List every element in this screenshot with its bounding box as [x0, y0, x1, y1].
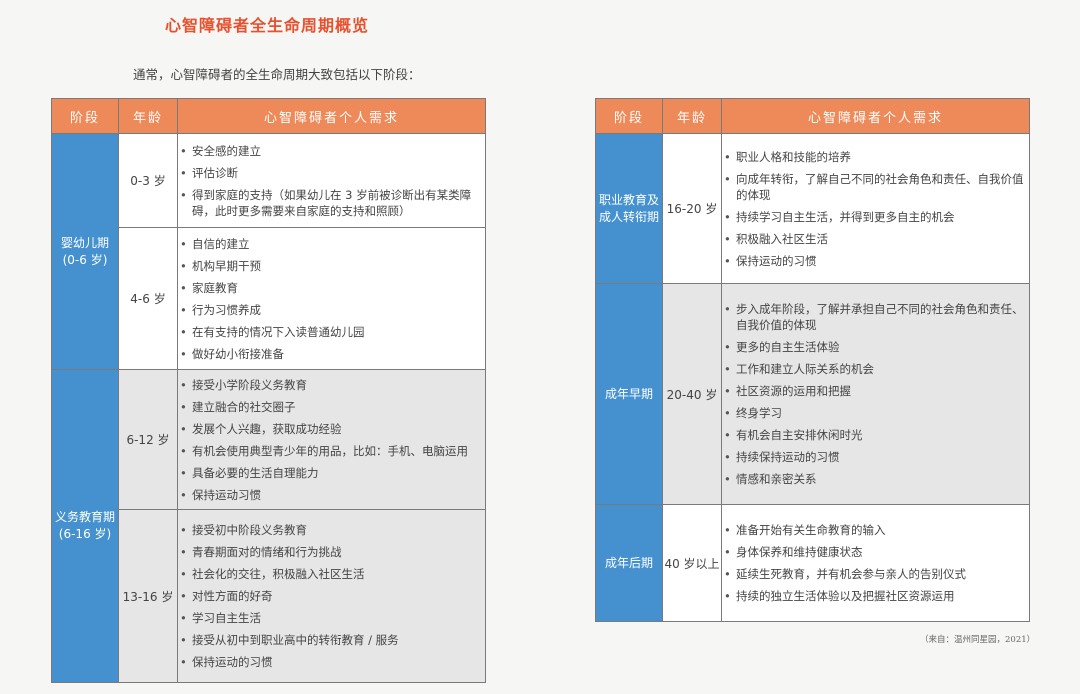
needs-cell: 接受小学阶段义务教育建立融合的社交圈子发展个人兴趣，获取成功经验有机会使用典型青…	[177, 369, 486, 510]
need-item: 有机会自主安排休闲时光	[722, 427, 1029, 443]
need-item: 青春期面对的情绪和行为挑战	[178, 544, 485, 560]
needs-list: 职业人格和技能的培养向成年转衔，了解自己不同的社会角色和责任、自我价值的体现持续…	[722, 149, 1029, 269]
age-cell: 4-6 岁	[118, 227, 178, 370]
need-item: 发展个人兴趣，获取成功经验	[178, 421, 485, 437]
table-row: 婴幼儿期 (0-6 岁) 0-3 岁 安全感的建立评估诊断得到家庭的支持（如果幼…	[51, 133, 486, 370]
needs-cell: 接受初中阶段义务教育青春期面对的情绪和行为挑战社会化的交往，积极融入社区生活对性…	[177, 509, 486, 683]
need-item: 安全感的建立	[178, 143, 485, 159]
need-item: 接受小学阶段义务教育	[178, 377, 485, 393]
need-item: 自信的建立	[178, 236, 485, 252]
needs-list: 安全感的建立评估诊断得到家庭的支持（如果幼儿在 3 岁前被诊断出有某类障碍，此时…	[178, 143, 485, 219]
table-header-row: 阶段 年龄 心智障碍者个人需求	[51, 98, 486, 134]
need-item: 具备必要的生活自理能力	[178, 465, 485, 481]
need-item: 保持运动的习惯	[722, 253, 1029, 269]
needs-cell: 步入成年阶段，了解并承担自己不同的社会角色和责任、自我价值的体现更多的自主生活体…	[721, 283, 1030, 505]
stage-name: 义务教育期	[54, 510, 115, 524]
need-item: 持续的独立生活体验以及把握社区资源运用	[722, 588, 1029, 604]
need-item: 职业人格和技能的培养	[722, 149, 1029, 165]
stage-cell-early-adult: 成年早期	[595, 283, 663, 505]
left-lifecycle-table: 阶段 年龄 心智障碍者个人需求 婴幼儿期 (0-6 岁) 0-3 岁 安全感的建…	[51, 98, 486, 683]
need-item: 对性方面的好奇	[178, 588, 485, 604]
age-cell: 13-16 岁	[118, 509, 178, 683]
stage-range: (0-6 岁)	[62, 252, 108, 267]
table-row: 4-6 岁 自信的建立机构早期干预家庭教育行为习惯养成在有支持的情况下入读普通幼…	[52, 227, 486, 370]
need-item: 积极融入社区生活	[722, 231, 1029, 247]
needs-cell: 安全感的建立评估诊断得到家庭的支持（如果幼儿在 3 岁前被诊断出有某类障碍，此时…	[177, 133, 486, 228]
need-item: 延续生死教育，并有机会参与亲人的告别仪式	[722, 566, 1029, 582]
needs-list: 自信的建立机构早期干预家庭教育行为习惯养成在有支持的情况下入读普通幼儿园做好幼小…	[178, 236, 485, 362]
stage-cell-transition: 职业教育及成人转衔期	[595, 133, 663, 284]
need-item: 保持运动习惯	[178, 487, 485, 503]
need-item: 步入成年阶段，了解并承担自己不同的社会角色和责任、自我价值的体现	[722, 301, 1029, 333]
need-item: 身体保养和维持健康状态	[722, 544, 1029, 560]
need-item: 准备开始有关生命教育的输入	[722, 522, 1029, 538]
need-item: 学习自主生活	[178, 610, 485, 626]
stage-cell-late-adult: 成年后期	[595, 504, 663, 622]
header-age: 年龄	[662, 98, 722, 134]
page-title: 心智障碍者全生命周期概览	[165, 16, 370, 35]
need-item: 社会化的交往，积极融入社区生活	[178, 566, 485, 582]
needs-list: 准备开始有关生命教育的输入身体保养和维持健康状态延续生死教育，并有机会参与亲人的…	[722, 522, 1029, 604]
needs-list: 接受初中阶段义务教育青春期面对的情绪和行为挑战社会化的交往，积极融入社区生活对性…	[178, 522, 485, 670]
stage-cell-infant: 婴幼儿期 (0-6 岁)	[51, 133, 119, 370]
header-needs: 心智障碍者个人需求	[721, 98, 1030, 134]
need-item: 家庭教育	[178, 280, 485, 296]
needs-list: 步入成年阶段，了解并承担自己不同的社会角色和责任、自我价值的体现更多的自主生活体…	[722, 301, 1029, 487]
table-row: 义务教育期 (6-16 岁) 6-12 岁 接受小学阶段义务教育建立融合的社交圈…	[51, 369, 486, 683]
needs-list: 接受小学阶段义务教育建立融合的社交圈子发展个人兴趣，获取成功经验有机会使用典型青…	[178, 377, 485, 503]
stage-cell-compulsory: 义务教育期 (6-16 岁)	[51, 369, 119, 683]
stage-range: (6-16 岁)	[58, 527, 112, 541]
source-note: （来自：温州同星园，2021）	[920, 635, 1036, 645]
needs-cell: 职业人格和技能的培养向成年转衔，了解自己不同的社会角色和责任、自我价值的体现持续…	[721, 133, 1030, 284]
need-item: 得到家庭的支持（如果幼儿在 3 岁前被诊断出有某类障碍，此时更多需要来自家庭的支…	[178, 187, 485, 219]
need-item: 情感和亲密关系	[722, 471, 1029, 487]
need-item: 机构早期干预	[178, 258, 485, 274]
age-cell: 40 岁以上	[662, 504, 722, 622]
age-cell: 0-3 岁	[118, 133, 178, 228]
header-age: 年龄	[118, 98, 178, 134]
age-cell: 6-12 岁	[118, 369, 178, 510]
table-row: 13-16 岁 接受初中阶段义务教育青春期面对的情绪和行为挑战社会化的交往，积极…	[52, 509, 486, 683]
right-lifecycle-table: 阶段 年龄 心智障碍者个人需求 职业教育及成人转衔期 16-20 岁 职业人格和…	[595, 98, 1030, 622]
need-item: 终身学习	[722, 405, 1029, 421]
header-stage: 阶段	[51, 98, 119, 134]
table-row: 职业教育及成人转衔期 16-20 岁 职业人格和技能的培养向成年转衔，了解自己不…	[595, 133, 1030, 284]
table-row: 成年早期 20-40 岁 步入成年阶段，了解并承担自己不同的社会角色和责任、自我…	[595, 283, 1030, 505]
need-item: 建立融合的社交圈子	[178, 399, 485, 415]
need-item: 向成年转衔，了解自己不同的社会角色和责任、自我价值的体现	[722, 171, 1029, 203]
header-needs: 心智障碍者个人需求	[177, 98, 486, 134]
header-stage: 阶段	[595, 98, 663, 134]
need-item: 工作和建立人际关系的机会	[722, 361, 1029, 377]
stage-name: 婴幼儿期	[60, 235, 109, 250]
need-item: 在有支持的情况下入读普通幼儿园	[178, 324, 485, 340]
need-item: 保持运动的习惯	[178, 654, 485, 670]
need-item: 持续保持运动的习惯	[722, 449, 1029, 465]
need-item: 接受初中阶段义务教育	[178, 522, 485, 538]
table-header-row: 阶段 年龄 心智障碍者个人需求	[595, 98, 1030, 134]
need-item: 接受从初中到职业高中的转衔教育 / 服务	[178, 632, 485, 648]
need-item: 有机会使用典型青少年的用品，比如：手机、电脑运用	[178, 443, 485, 459]
need-item: 做好幼小衔接准备	[178, 346, 485, 362]
needs-cell: 准备开始有关生命教育的输入身体保养和维持健康状态延续生死教育，并有机会参与亲人的…	[721, 504, 1030, 622]
age-cell: 20-40 岁	[662, 283, 722, 505]
need-item: 评估诊断	[178, 165, 485, 181]
intro-text: 通常，心智障碍者的全生命周期大致包括以下阶段：	[133, 67, 421, 82]
need-item: 社区资源的运用和把握	[722, 383, 1029, 399]
need-item: 行为习惯养成	[178, 302, 485, 318]
need-item: 更多的自主生活体验	[722, 339, 1029, 355]
age-cell: 16-20 岁	[662, 133, 722, 284]
need-item: 持续学习自主生活，并得到更多自主的机会	[722, 209, 1029, 225]
needs-cell: 自信的建立机构早期干预家庭教育行为习惯养成在有支持的情况下入读普通幼儿园做好幼小…	[177, 227, 486, 370]
table-row: 成年后期 40 岁以上 准备开始有关生命教育的输入身体保养和维持健康状态延续生死…	[595, 504, 1030, 622]
